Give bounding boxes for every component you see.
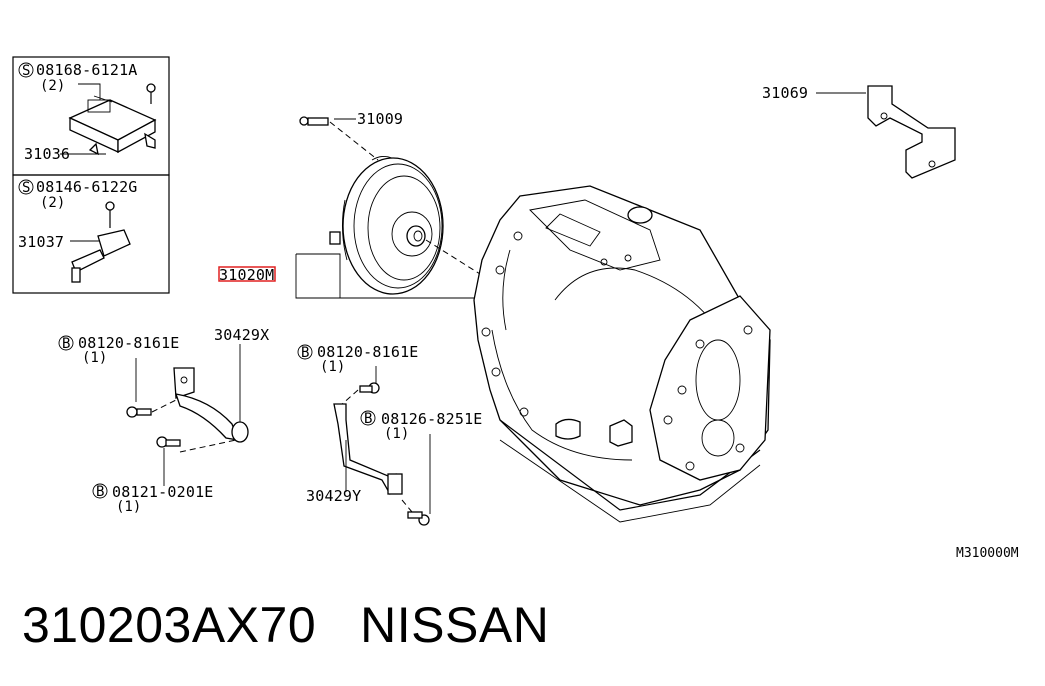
qty-label-b1: (1) — [82, 350, 107, 366]
bolt-31009-part[interactable] — [299, 116, 329, 126]
b-symbol-3 — [297, 344, 313, 360]
b-symbol-2 — [92, 483, 108, 499]
bolt-icon — [126, 406, 152, 418]
sensor-part[interactable] — [71, 229, 131, 283]
bolt-icon — [146, 83, 156, 104]
bolt-icon — [105, 201, 115, 228]
part-label-08121-0201E[interactable]: 08121-0201E — [112, 483, 214, 501]
part-label-30429X[interactable]: 30429X — [214, 326, 269, 344]
b-symbol-4 — [360, 410, 376, 426]
part-label-08126-8251E[interactable]: 08126-8251E — [381, 410, 483, 428]
highlight-box — [218, 266, 276, 282]
bolt-icon — [407, 511, 430, 526]
b-symbol-letter-4: B — [364, 411, 372, 427]
part-label-08120-8161E-a[interactable]: 08120-8161E — [78, 334, 180, 352]
part-label-08146-6122G[interactable]: 08146-6122G — [36, 178, 138, 196]
bolt-icon — [156, 436, 181, 448]
qty-label-b3: (1) — [320, 359, 345, 375]
b-symbol-letter-3: B — [301, 345, 309, 361]
inset-box-31037: S 08146-6122G (2) 31037 — [12, 174, 170, 294]
brand-name: NISSAN — [360, 597, 550, 653]
part-label-31036[interactable]: 31036 — [24, 145, 70, 163]
part-number: 310203AX70 — [22, 597, 317, 653]
transmission-housing-part[interactable] — [473, 185, 771, 523]
part-label-31069[interactable]: 31069 — [762, 84, 808, 102]
bolt-icon — [359, 382, 380, 394]
qty-label-b2: (1) — [116, 499, 141, 515]
control-unit-part[interactable] — [68, 95, 157, 156]
inset-box-31036: S 08168-6121A (2) 31036 — [12, 56, 170, 176]
part-caption: 310203AX70 NISSAN — [22, 596, 549, 654]
part-label-31037[interactable]: 31037 — [18, 233, 64, 251]
part-label-31009[interactable]: 31009 — [357, 110, 403, 128]
s-symbol-letter-1: S — [22, 63, 30, 79]
bracket-30429Y-part[interactable] — [333, 403, 403, 495]
torque-converter-part[interactable] — [329, 155, 444, 295]
s-symbol-2 — [18, 179, 34, 195]
part-label-30429Y[interactable]: 30429Y — [306, 487, 361, 505]
part-label-08168-6121A[interactable]: 08168-6121A — [36, 61, 138, 79]
b-symbol-1 — [58, 335, 74, 351]
parts-diagram: S 08168-6121A (2) 31036 S 08146-6122G (2… — [12, 56, 1019, 560]
b-symbol-letter-2: B — [96, 484, 104, 500]
qty-label-s2: (2) — [40, 195, 65, 211]
b-symbol-letter-1: B — [62, 336, 70, 352]
qty-label-s1: (2) — [40, 78, 65, 94]
bracket-30429X-part[interactable] — [173, 367, 249, 443]
bracket-31069-part[interactable] — [867, 85, 956, 179]
s-symbol-1 — [18, 62, 34, 78]
diagram-code: M310000M — [956, 546, 1019, 560]
s-symbol-letter-2: S — [22, 180, 30, 196]
part-label-08120-8161E-b[interactable]: 08120-8161E — [317, 343, 419, 361]
part-label-31020M[interactable]: 31020M — [219, 266, 274, 284]
qty-label-b4: (1) — [384, 426, 409, 442]
